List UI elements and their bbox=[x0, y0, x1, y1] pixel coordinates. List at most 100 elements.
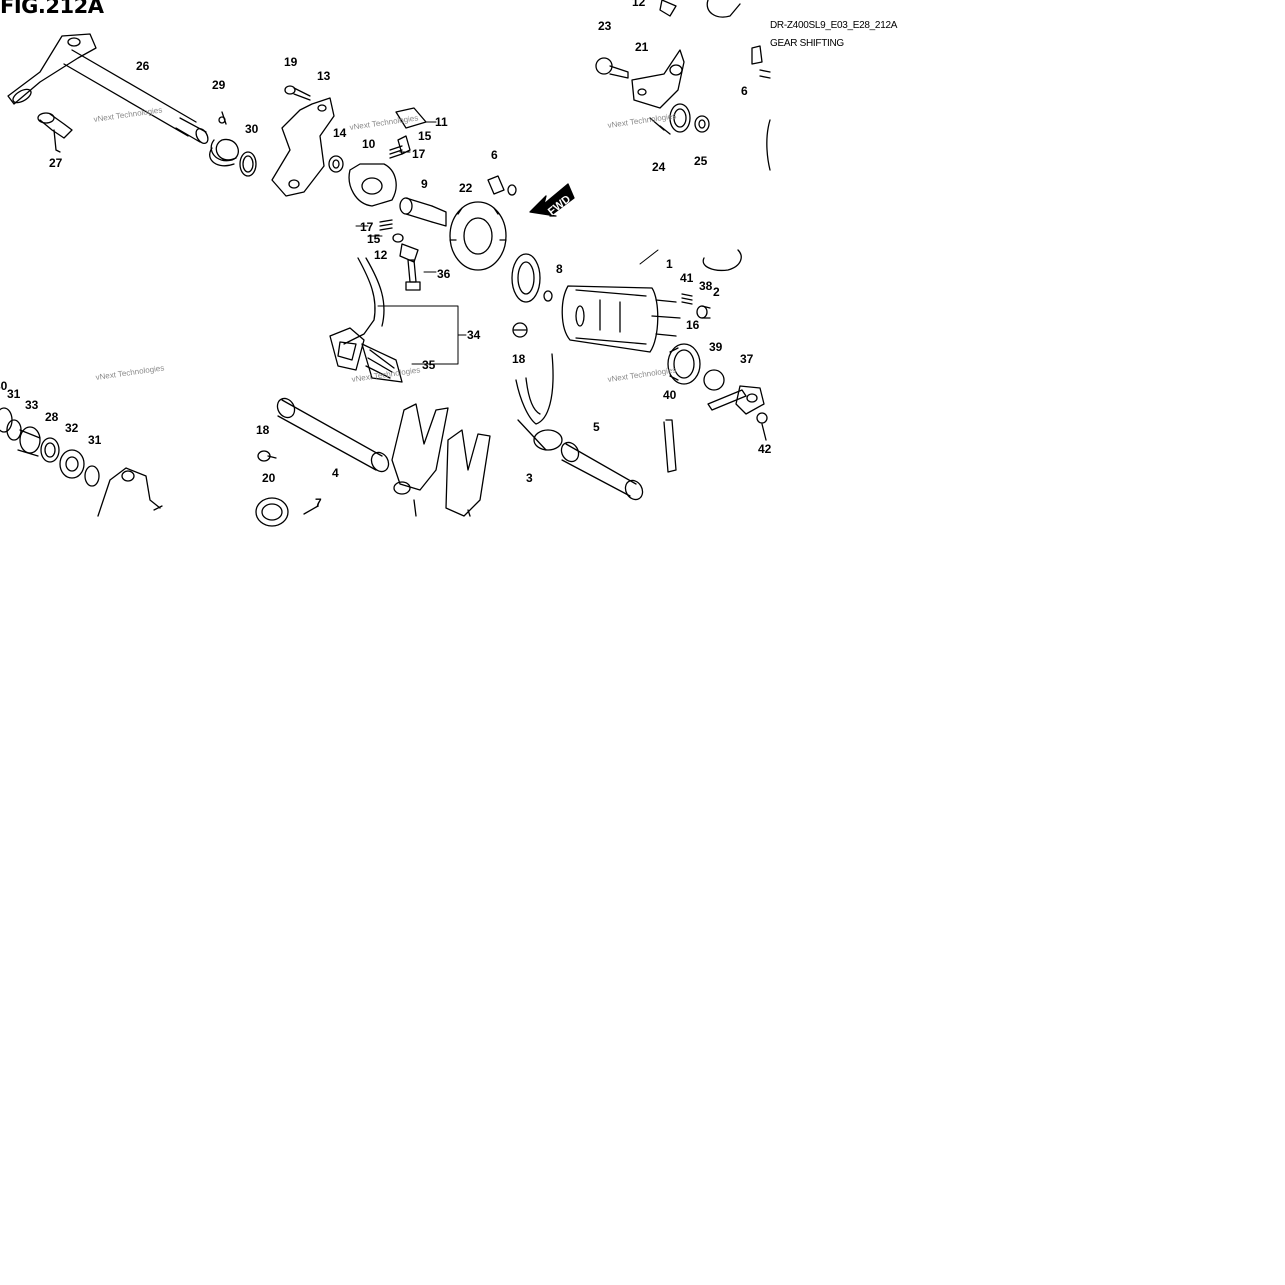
callout-6-right: 6 bbox=[741, 84, 748, 98]
callout-34: 34 bbox=[467, 328, 481, 342]
callout-18-mid: 18 bbox=[512, 352, 526, 366]
callout-8: 8 bbox=[556, 262, 563, 276]
callout-12-lower: 12 bbox=[374, 248, 388, 262]
callout-30-lower: 30 bbox=[0, 379, 8, 393]
watermark: vNext Technologies bbox=[93, 105, 163, 124]
part-oring-39 bbox=[703, 369, 725, 391]
callout-26: 26 bbox=[136, 59, 150, 73]
callout-7: 7 bbox=[315, 496, 322, 510]
callout-10: 10 bbox=[362, 137, 376, 151]
part-shift-fork-3 bbox=[515, 353, 563, 451]
part-spring-41 bbox=[681, 293, 693, 305]
callout-28: 28 bbox=[45, 410, 59, 424]
callout-15-upper: 15 bbox=[418, 129, 432, 143]
leader-lines bbox=[355, 121, 659, 365]
callout-42: 42 bbox=[758, 442, 772, 456]
callout-9: 9 bbox=[421, 177, 428, 191]
callout-21: 21 bbox=[635, 40, 649, 54]
callout-32: 32 bbox=[65, 421, 79, 435]
callout-17-upper: 17 bbox=[412, 147, 426, 161]
part-shift-lever-34 bbox=[329, 257, 385, 371]
part-pin-40 bbox=[663, 419, 677, 473]
callout-23: 23 bbox=[598, 19, 612, 33]
callout-5: 5 bbox=[593, 420, 600, 434]
callout-4: 4 bbox=[332, 466, 339, 480]
part-shift-shaft bbox=[7, 33, 209, 145]
part-washer-30 bbox=[239, 151, 257, 177]
part-bolt-36 bbox=[405, 259, 421, 291]
callout-3: 3 bbox=[526, 471, 533, 485]
callout-19: 19 bbox=[284, 55, 298, 69]
callout-27: 27 bbox=[49, 156, 63, 170]
callout-31-right: 31 bbox=[88, 433, 102, 447]
part-fork-shaft-4 bbox=[276, 397, 390, 473]
callout-40: 40 bbox=[663, 388, 677, 402]
callout-13: 13 bbox=[317, 69, 331, 83]
part-cam-plate-13 bbox=[271, 97, 335, 197]
callout-30-upper: 30 bbox=[245, 122, 259, 136]
diagram-code: DR-Z400SL9_E03_E28_212A bbox=[770, 20, 898, 31]
callout-37: 37 bbox=[740, 352, 754, 366]
callout-22: 22 bbox=[459, 181, 473, 195]
fwd-arrow bbox=[529, 183, 575, 217]
part-housing-lower-left bbox=[97, 467, 163, 517]
callout-2: 2 bbox=[713, 285, 720, 299]
part-spring-24 bbox=[649, 103, 691, 135]
callout-41: 41 bbox=[680, 271, 694, 285]
callout-29: 29 bbox=[212, 78, 226, 92]
callout-36: 36 bbox=[437, 267, 451, 281]
part-pin-38 bbox=[696, 305, 711, 319]
part-bolt-27 bbox=[37, 112, 73, 153]
part-washers-left bbox=[0, 407, 100, 487]
part-bolt-42 bbox=[756, 412, 768, 441]
callout-33: 33 bbox=[25, 398, 39, 412]
diagram-title: GEAR SHIFTING bbox=[770, 38, 844, 49]
callout-16: 16 bbox=[686, 318, 700, 332]
part-7 bbox=[303, 505, 319, 515]
callout-11: 11 bbox=[435, 115, 448, 129]
part-cam-stopper-10 bbox=[348, 163, 397, 207]
callout-35: 35 bbox=[422, 358, 436, 372]
part-gear-2 bbox=[702, 249, 742, 272]
watermark: vNext Technologies bbox=[349, 113, 419, 132]
fwd-label: FWD bbox=[546, 193, 573, 218]
watermark: vNext Technologies bbox=[607, 111, 677, 130]
callout-25: 25 bbox=[694, 154, 708, 168]
watermark: vNext Technologies bbox=[95, 363, 165, 382]
callout-14: 14 bbox=[333, 126, 347, 140]
callout-1: 1 bbox=[666, 257, 673, 271]
part-shift-drum-1 bbox=[511, 253, 681, 353]
part-shift-forks bbox=[391, 403, 491, 517]
callout-12-top: 12 bbox=[632, 0, 646, 9]
part-bearing-16 bbox=[667, 343, 701, 385]
figure-label: FIG.212A bbox=[0, 0, 104, 18]
part-fragment-top bbox=[659, 0, 771, 171]
part-washer-14 bbox=[328, 155, 344, 173]
callout-17-lower: 17 bbox=[360, 220, 374, 234]
part-lever-rubber-35 bbox=[361, 343, 403, 383]
callout-39: 39 bbox=[709, 340, 723, 354]
callout-24: 24 bbox=[652, 160, 666, 174]
callout-38: 38 bbox=[699, 279, 713, 293]
callout-20: 20 bbox=[262, 471, 276, 485]
part-bearing-20 bbox=[255, 497, 289, 527]
part-bracket-37 bbox=[707, 385, 765, 415]
part-fork-shaft-5 bbox=[560, 441, 644, 501]
part-pin-6-mid bbox=[487, 175, 517, 196]
part-washer-25 bbox=[694, 115, 710, 133]
part-spring-29 bbox=[209, 111, 239, 167]
part-bolt-18-low bbox=[257, 450, 277, 462]
callout-18-low: 18 bbox=[256, 423, 270, 437]
part-bolt-18-mid bbox=[512, 322, 528, 338]
part-driven-gear-22 bbox=[449, 201, 507, 271]
callout-15-lower: 15 bbox=[367, 232, 381, 246]
part-pin-9 bbox=[399, 197, 447, 227]
callout-6-mid: 6 bbox=[491, 148, 498, 162]
callout-31-left: 31 bbox=[7, 387, 21, 401]
part-stopper-plate-21 bbox=[631, 49, 685, 109]
part-bolt-19 bbox=[284, 85, 311, 101]
watermark: vNext Technologies bbox=[607, 365, 677, 384]
